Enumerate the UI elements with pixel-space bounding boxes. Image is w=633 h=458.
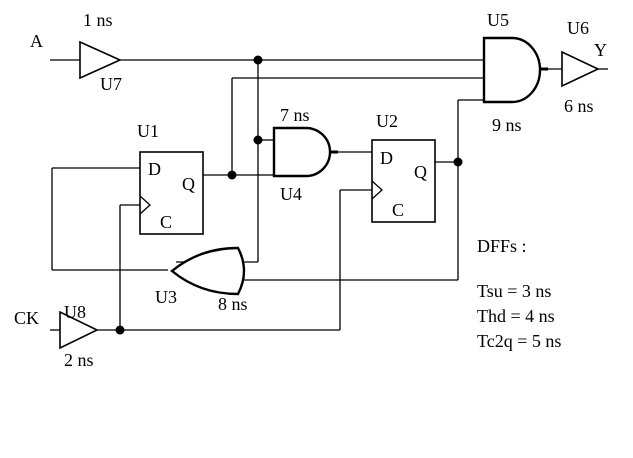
wires xyxy=(50,59,608,331)
u7-name: U7 xyxy=(100,74,122,94)
flipflop-u1: D Q C xyxy=(139,151,204,235)
u5-name: U5 xyxy=(487,10,509,30)
timing-tc2q: Tc2q = 5 ns xyxy=(477,331,561,351)
u8-name: U8 xyxy=(64,302,86,322)
u8-delay: 2 ns xyxy=(64,350,94,370)
u3-delay: 8 ns xyxy=(218,294,248,314)
flipflop-u1-body xyxy=(139,151,204,235)
u2-c-pin: C xyxy=(392,200,404,220)
u2-name: U2 xyxy=(376,111,398,131)
u6-name: U6 xyxy=(567,18,589,38)
and-gate-u4 xyxy=(272,126,332,178)
u2-d-pin: D xyxy=(380,148,393,168)
output-y-label: Y xyxy=(594,40,607,60)
u3-name: U3 xyxy=(155,287,177,307)
junction-q1 xyxy=(227,170,237,180)
timing-title: DFFs : xyxy=(477,236,527,256)
and-gate-u5 xyxy=(482,36,542,104)
junctions xyxy=(115,55,463,335)
junction-u4-in xyxy=(253,135,263,145)
junction-q2 xyxy=(453,157,463,167)
timing-tsu: Tsu = 3 ns xyxy=(477,281,551,301)
u5-delay: 9 ns xyxy=(492,115,522,135)
flipflop-u2-body xyxy=(371,139,436,223)
buffer-u6 xyxy=(561,50,600,88)
u7-delay: 1 ns xyxy=(83,10,113,30)
u1-name: U1 xyxy=(137,121,159,141)
u4-delay: 7 ns xyxy=(280,105,310,125)
u1-q-pin: Q xyxy=(182,174,195,194)
buffer-u8 xyxy=(59,310,99,350)
u2-q-pin: Q xyxy=(414,162,427,182)
u6-delay: 6 ns xyxy=(564,96,594,116)
timing-thd: Thd = 4 ns xyxy=(477,306,555,326)
input-a-label: A xyxy=(30,31,43,51)
u1-c-pin: C xyxy=(160,212,172,232)
or-gate-u3 xyxy=(170,246,246,296)
buffer-u7 xyxy=(79,40,122,80)
labels: A 1 ns U7 U5 9 ns U6 Y 6 ns 7 ns U4 U1 U… xyxy=(14,10,607,370)
flipflop-u2: D Q C xyxy=(371,139,436,223)
flipflop-u2-clock-mark xyxy=(371,180,383,200)
junction-a xyxy=(253,55,263,65)
u4-name: U4 xyxy=(280,184,302,204)
u1-d-pin: D xyxy=(148,159,161,179)
flipflop-u1-clock-mark xyxy=(139,195,151,215)
junction-ck xyxy=(115,325,125,335)
timing-spec: DFFs : Tsu = 3 ns Thd = 4 ns Tc2q = 5 ns xyxy=(477,236,561,351)
input-ck-label: CK xyxy=(14,308,39,328)
